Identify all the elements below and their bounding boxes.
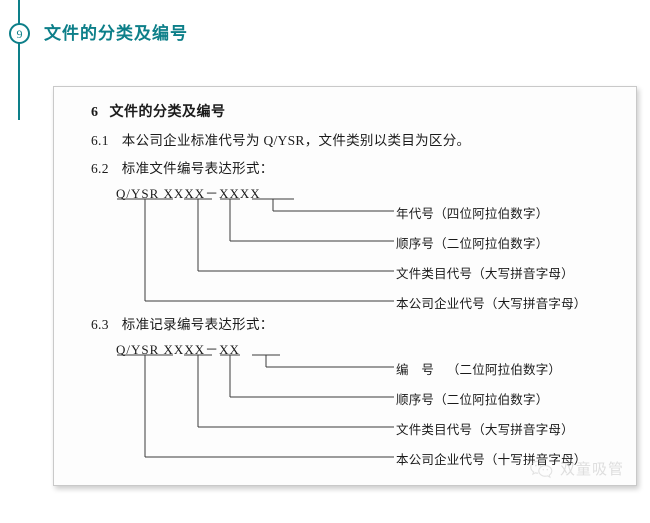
leader-label-62-company-name: 本公司企业代号 xyxy=(396,297,485,311)
clause-6-1: 6.1 本公司企业标准代号为 Q/YSR，文件类别以类目为区分。 xyxy=(91,129,470,149)
leader-label-62-category-note: （大写拼音字母） xyxy=(472,267,574,281)
clause-6-3: 6.3 标准记录编号表达形式： xyxy=(91,313,274,333)
leader-label-62-sequence-name: 顺序号 xyxy=(396,237,435,251)
leader-label-63-category-name: 文件类目代号 xyxy=(396,423,473,437)
watermark-text: 双童吸管 xyxy=(559,462,624,478)
watermark: 双童吸管 xyxy=(529,458,624,479)
clause-6-3-number: 6.3 xyxy=(91,317,109,332)
leader-label-62-year: 年代号（四位阿拉伯数字） xyxy=(396,203,548,222)
timeline-step-marker: 9 xyxy=(9,23,30,44)
timeline-step-number: 9 xyxy=(16,26,23,41)
clause-6-3-text: 标准记录编号表达形式： xyxy=(121,317,274,332)
document-heading: 6 文件的分类及编号 xyxy=(91,101,226,121)
timeline-rail xyxy=(18,0,20,120)
leader-label-63-category-note: （大写拼音字母） xyxy=(472,423,574,437)
leader-label-63-sequence-name: 顺序号 xyxy=(396,393,435,407)
page-title: 文件的分类及编号 xyxy=(44,24,188,43)
leader-label-62-category-name: 文件类目代号 xyxy=(396,267,473,281)
clause-6-2-text: 标准文件编号表达形式： xyxy=(121,161,274,176)
wechat-icon xyxy=(529,459,555,479)
leader-label-62-year-name: 年代号 xyxy=(396,207,435,221)
leader-label-62-sequence-note: （二位阿拉伯数字） xyxy=(434,237,549,251)
document-heading-number: 6 xyxy=(91,105,99,120)
code-format-6-3: Q/YSR XXXX－XX xyxy=(116,342,240,357)
leader-label-62-year-note: （四位阿拉伯数字） xyxy=(434,207,549,221)
leader-label-63-company: 本公司企业代号（十写拼音字母） xyxy=(396,449,587,468)
leader-label-63-company-name: 本公司企业代号 xyxy=(396,453,485,467)
leader-label-63-sequence-note: （二位阿拉伯数字） xyxy=(434,393,549,407)
leader-label-62-sequence: 顺序号（二位阿拉伯数字） xyxy=(396,233,548,252)
document-heading-text: 文件的分类及编号 xyxy=(109,105,226,120)
leader-label-63-category: 文件类目代号（大写拼音字母） xyxy=(396,419,574,438)
leader-label-63-sequence: 顺序号（二位阿拉伯数字） xyxy=(396,389,548,408)
leader-label-62-company-note: （大写拼音字母） xyxy=(484,297,587,311)
leader-label-63-company-note: （十写拼音字母） xyxy=(484,453,587,467)
clause-6-2-number: 6.2 xyxy=(91,161,109,176)
leader-label-63-number-note: （二位阿拉伯数字） xyxy=(446,363,562,377)
clause-6-1-text: 本公司企业标准代号为 Q/YSR，文件类别以类目为区分。 xyxy=(121,133,471,148)
clause-6-2: 6.2 标准文件编号表达形式： xyxy=(91,157,274,177)
leader-label-62-company: 本公司企业代号（大写拼音字母） xyxy=(396,293,587,312)
document-panel: 6 文件的分类及编号 6.1 本公司企业标准代号为 Q/YSR，文件类别以类目为区分… xyxy=(53,86,637,486)
clause-6-1-number: 6.1 xyxy=(91,133,109,148)
leader-label-63-number-name: 编 号 xyxy=(396,363,447,377)
leader-label-62-category: 文件类目代号（大写拼音字母） xyxy=(396,263,574,282)
leader-label-63-number: 编 号 （二位阿拉伯数字） xyxy=(396,359,561,378)
code-format-6-2: Q/YSR XXXX－XXXX xyxy=(116,186,261,201)
